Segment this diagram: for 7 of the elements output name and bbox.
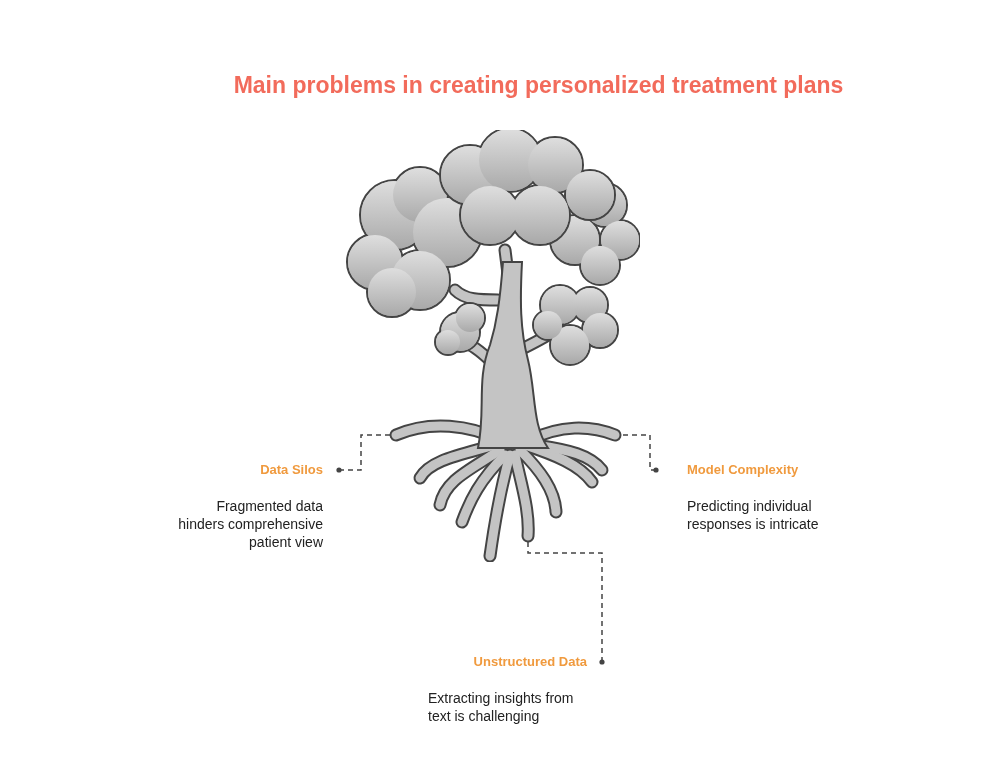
callout-text: Fragmented data hinders comprehensive patient view (177, 497, 324, 551)
callout-heading: Unstructured Data (472, 654, 588, 670)
callout-heading: Data Silos (259, 462, 324, 478)
callout-text: Extracting insights from text is challenging (427, 689, 575, 725)
callout-heading: Model Complexity (686, 462, 800, 478)
title: Main problems in creating personalized treatment plans (232, 72, 845, 99)
callout-text: Predicting individual responses is intricate (686, 497, 820, 533)
